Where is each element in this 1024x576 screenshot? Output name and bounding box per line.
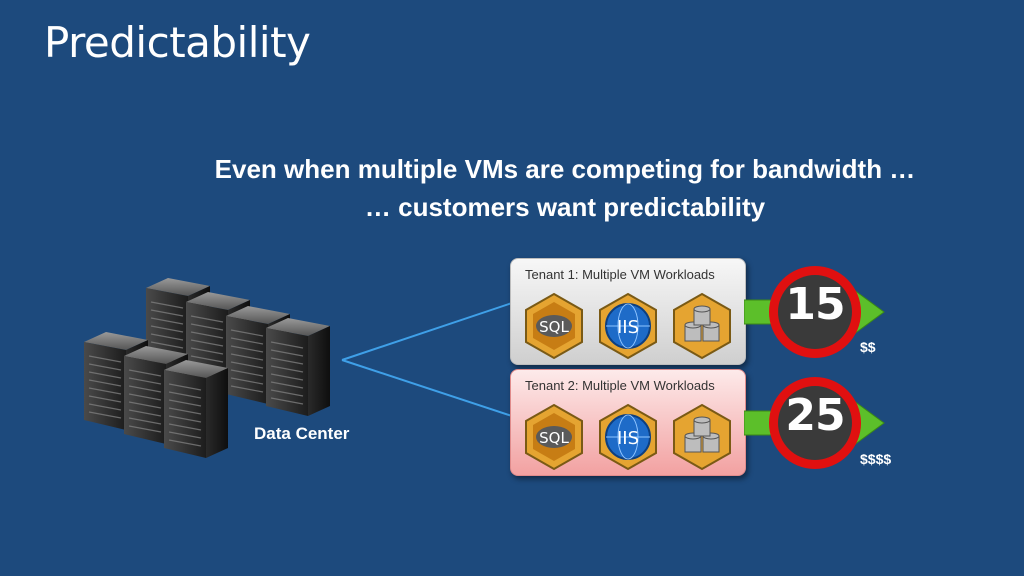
subtitle-line-2: … customers want predictability	[364, 192, 766, 222]
price-tenant-2: $$$$	[860, 451, 892, 467]
bandwidth-value: 25	[785, 390, 845, 441]
slide-title: Predictability	[44, 18, 311, 67]
price-tenant-1: $$	[860, 339, 876, 355]
iis-icon: IIS	[593, 402, 663, 477]
bandwidth-value: 15	[785, 279, 845, 330]
sql-label: SQL	[539, 318, 569, 336]
slide-subtitle: Even when multiple VMs are competing for…	[0, 150, 1024, 226]
connector-lines	[341, 302, 513, 417]
database-icon	[667, 291, 737, 366]
tenant-1-panel: Tenant 1: Multiple VM Workloads SQL IIS	[510, 258, 746, 365]
sql-icon: SQL	[519, 291, 589, 366]
tenant-2-panel: Tenant 2: Multiple VM Workloads SQL IIS	[510, 369, 746, 476]
tenant-2-label: Tenant 2: Multiple VM Workloads	[525, 378, 715, 393]
database-icon	[667, 402, 737, 477]
iis-label: IIS	[617, 317, 639, 338]
subtitle-line-1: Even when multiple VMs are competing for…	[214, 154, 916, 184]
sql-icon: SQL	[519, 402, 589, 477]
data-center-label: Data Center	[254, 424, 350, 443]
sql-label: SQL	[539, 429, 569, 447]
iis-icon: IIS	[593, 291, 663, 366]
iis-label: IIS	[617, 428, 639, 449]
tenant-1-label: Tenant 1: Multiple VM Workloads	[525, 267, 715, 282]
